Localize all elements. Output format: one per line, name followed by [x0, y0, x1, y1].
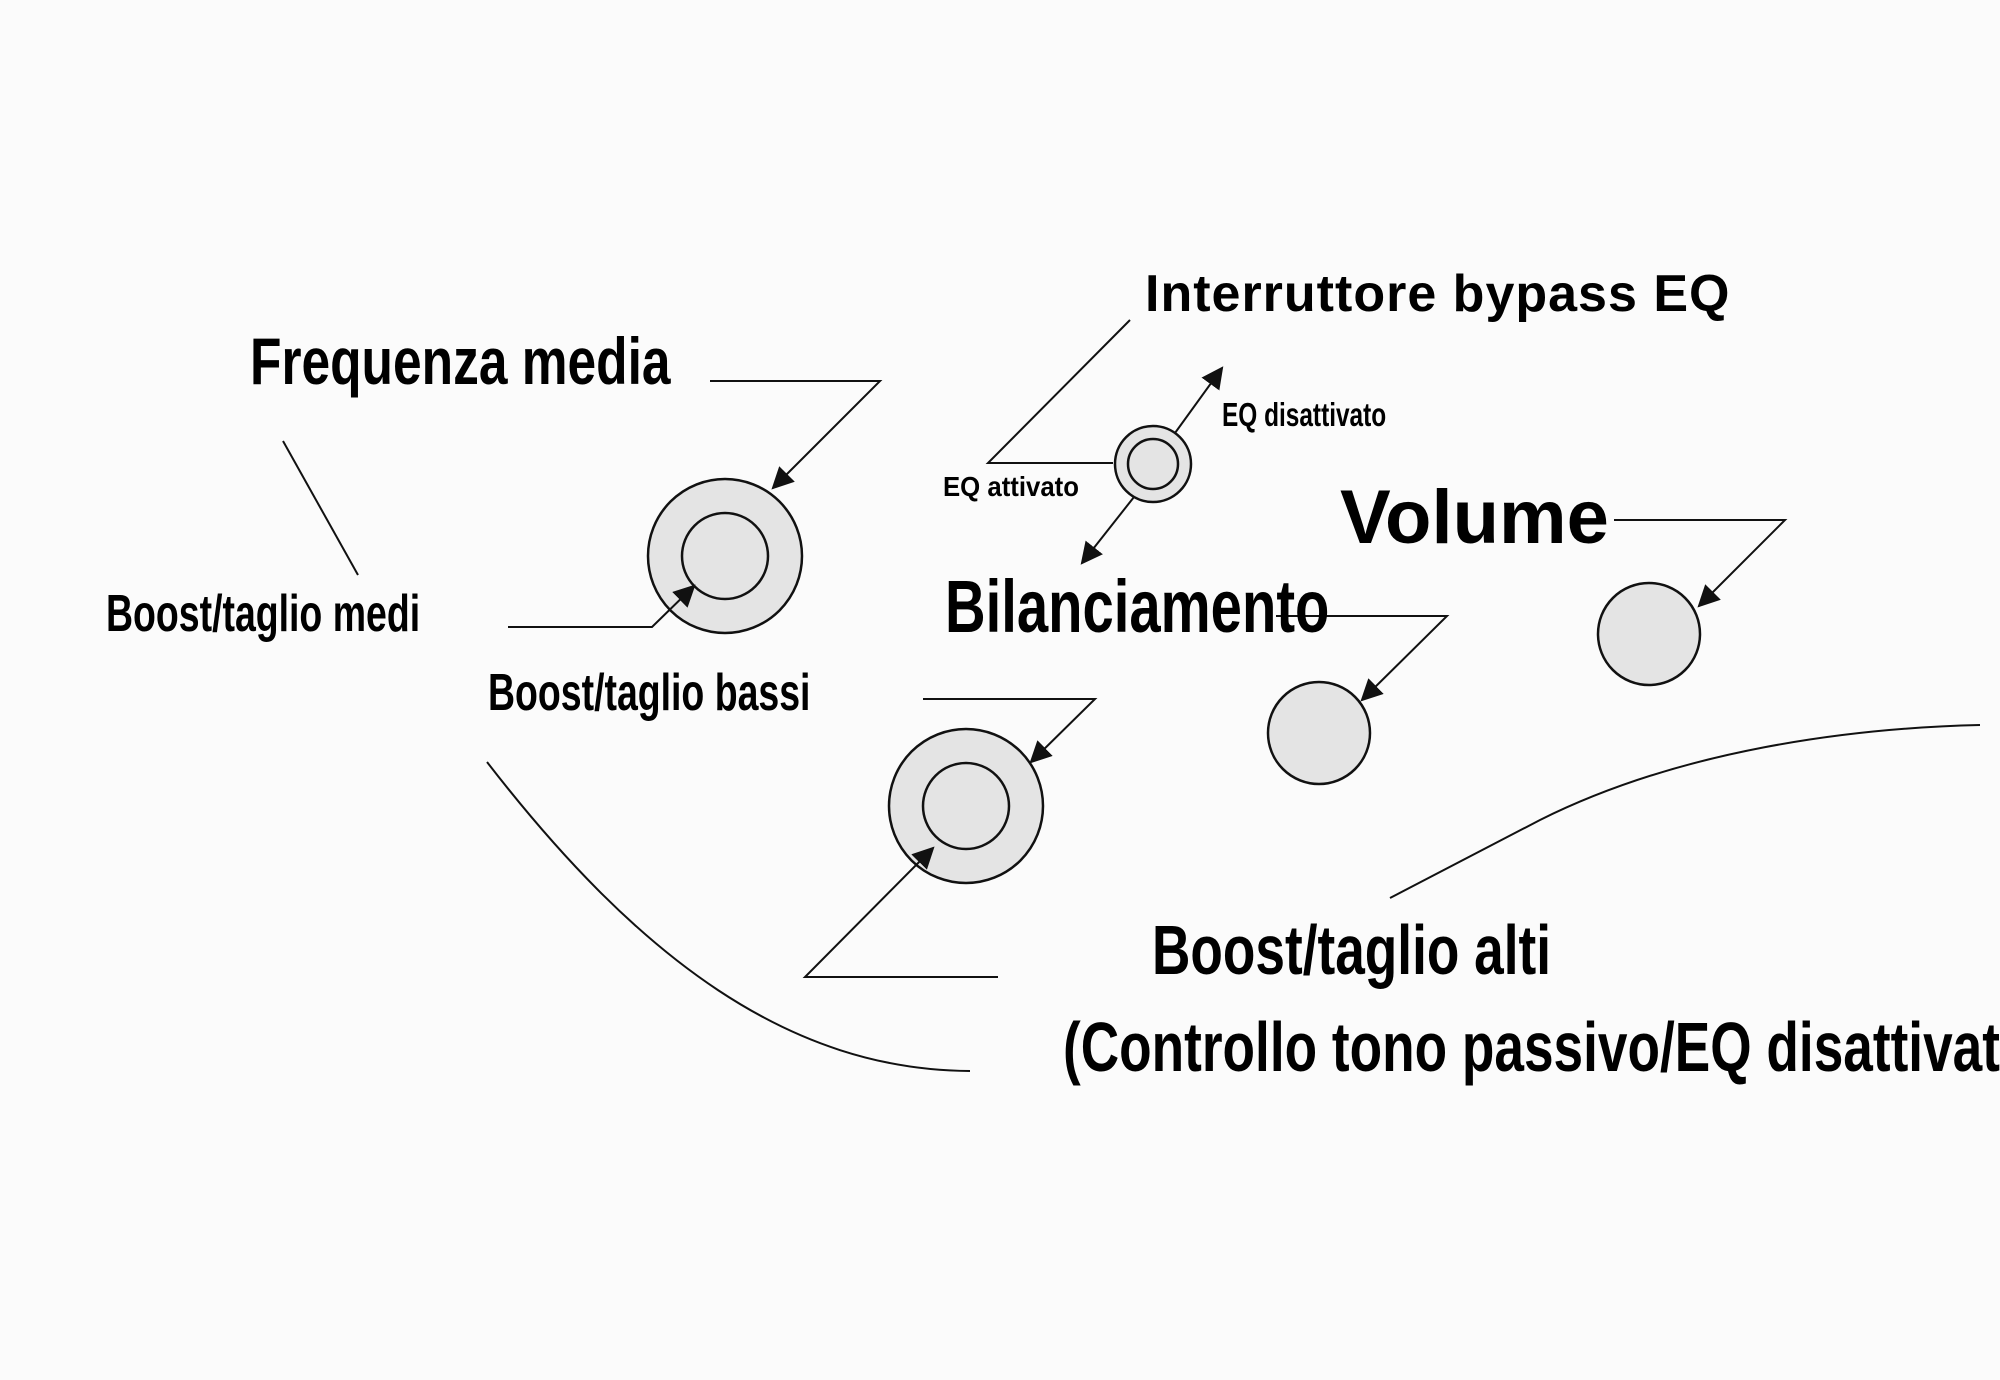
boost-alti-label: Boost/taglio alti [1152, 911, 1551, 989]
eq-bypass-switch-icon[interactable] [1113, 424, 1193, 504]
bilanciamento-leader [1276, 615, 1450, 702]
body-outline-right [1389, 724, 1981, 899]
boost-medi-leader [508, 584, 696, 628]
treble-bass-stacked-knob-icon[interactable] [887, 727, 1045, 885]
boost-bassi-leader [923, 698, 1098, 764]
boost-bassi-label: Boost/taglio bassi [488, 664, 811, 722]
bilanciamento-label: Bilanciamento [945, 565, 1330, 648]
volume-knob-icon[interactable] [1596, 581, 1702, 687]
volume-label: Volume [1340, 475, 1609, 560]
controllo-tono-label: (Controllo tono passivo/EQ disattivato) [1063, 1008, 2000, 1086]
freq-media-leader [710, 380, 883, 490]
interruttore-label: Interruttore bypass EQ [1145, 265, 1731, 323]
volume-leader [1614, 519, 1788, 608]
mid-stacked-knob-icon[interactable] [646, 477, 804, 635]
freq-media-label: Frequenza media [250, 324, 671, 398]
body-outline-top-left [282, 440, 359, 576]
body-outline-left [486, 761, 971, 1072]
eq-disattivato-label: EQ disattivato [1222, 396, 1387, 433]
boost-alti-leader [802, 846, 998, 978]
boost-medi-label: Boost/taglio medi [106, 585, 421, 643]
interruttore-leader [985, 319, 1131, 464]
eq-attivato-arrow [1080, 496, 1135, 565]
eq-disattivato-arrow [1174, 366, 1224, 434]
balance-knob-icon[interactable] [1266, 680, 1372, 786]
eq-attivato-label: EQ attivato [943, 471, 1079, 502]
